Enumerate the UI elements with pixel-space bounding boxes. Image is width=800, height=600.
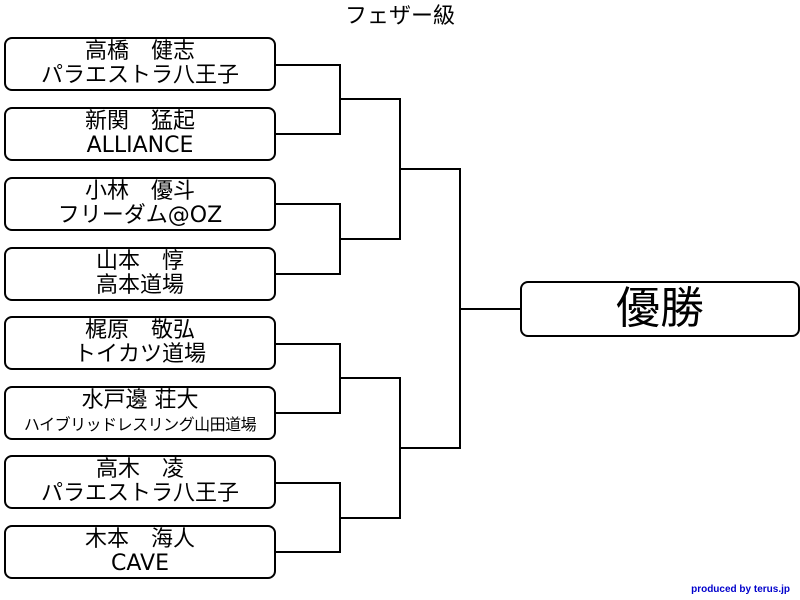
entry-team: トイカツ道場	[73, 342, 206, 367]
connector-r3	[400, 168, 461, 449]
entry-7: 高木 凌 パラエストラ八王子	[4, 455, 276, 509]
entry-team: パラエストラ八王子	[40, 481, 239, 506]
entry-team: パラエストラ八王子	[40, 63, 239, 88]
entry-name: 高橋 健志	[84, 39, 195, 64]
entry-name: 山本 惇	[95, 249, 184, 274]
entry-1: 高橋 健志 パラエストラ八王子	[4, 37, 276, 91]
entry-name: 小林 優斗	[84, 179, 195, 204]
bracket-title: フェザー級	[344, 4, 455, 29]
entry-team: ALLIANCE	[86, 133, 194, 158]
entry-team: 高本道場	[95, 273, 184, 298]
entry-8: 木本 海人 CAVE	[4, 525, 276, 579]
credit-text: produced by terus.jp	[691, 584, 790, 595]
entry-5: 梶原 敬弘 トイカツ道場	[4, 316, 276, 370]
connector-r1-4	[276, 482, 341, 553]
entry-name: 水戸邊 荘大	[81, 388, 199, 413]
entry-name: 梶原 敬弘	[84, 318, 195, 343]
entry-name: 木本 海人	[84, 527, 195, 552]
connector-r1-2	[276, 203, 341, 275]
entry-team: フリーダム@OZ	[57, 203, 223, 228]
entry-6: 水戸邊 荘大 ハイブリッドレスリング山田道場	[4, 386, 276, 440]
connector-r2-2	[340, 377, 401, 519]
winner-box: 優勝	[520, 281, 800, 337]
entry-name: 高木 凌	[95, 457, 184, 482]
entry-3: 小林 優斗 フリーダム@OZ	[4, 177, 276, 231]
connector-r2-1	[340, 98, 401, 240]
connector-r1-1	[276, 64, 341, 135]
entry-team: CAVE	[111, 551, 169, 576]
entry-2: 新関 猛起 ALLIANCE	[4, 107, 276, 161]
entry-name: 新関 猛起	[84, 109, 195, 134]
entry-team: ハイブリッドレスリング山田道場	[23, 415, 257, 434]
connector-r1-3	[276, 343, 341, 414]
entry-4: 山本 惇 高本道場	[4, 247, 276, 301]
